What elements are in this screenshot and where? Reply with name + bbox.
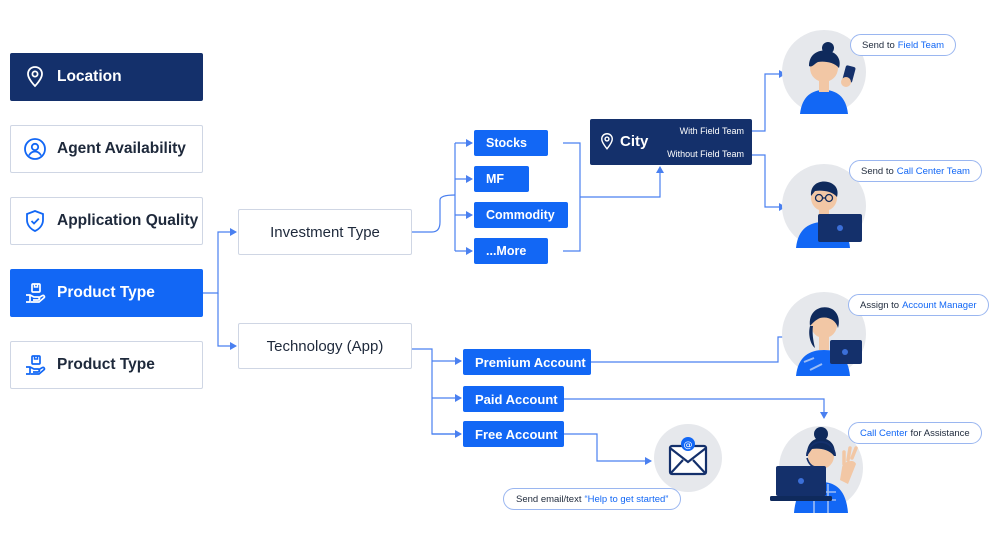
criterion-product-type[interactable]: Product Type: [10, 269, 203, 317]
action-highlight: Call Center: [860, 427, 908, 439]
action-highlight: Field Team: [897, 39, 945, 51]
connector-city-field: [752, 70, 786, 132]
product-chip-more[interactable]: ...More: [474, 238, 548, 264]
criterion-location[interactable]: Location: [10, 53, 203, 101]
criterion-label: Product Type: [57, 284, 155, 301]
location-pin-icon: [23, 65, 47, 89]
connector-product-technology: [217, 293, 237, 350]
account-chip-paid[interactable]: Paid Account: [463, 386, 564, 412]
criterion-agent-availability[interactable]: Agent Availability: [10, 125, 203, 173]
location-pin-icon: [601, 133, 613, 150]
action-highlight: Call Center Team: [896, 165, 970, 177]
assistance-agent-avatar: [770, 418, 866, 513]
action-prefix: Send to: [862, 39, 895, 51]
email-note-prefix: Send email/text: [516, 493, 582, 505]
email-envelope-icon: @: [654, 424, 722, 492]
criterion-label: Location: [57, 68, 122, 85]
technology-type-box[interactable]: Technology (App): [238, 323, 412, 369]
call-center-agent-avatar: [782, 164, 866, 248]
investment-type-box[interactable]: Investment Type: [238, 209, 412, 255]
criterion-label: Application Quality: [57, 212, 199, 229]
criterion-application-quality[interactable]: Application Quality: [10, 197, 203, 245]
action-prefix: Send to: [861, 165, 894, 177]
email-note-highlight: “Help to get started”: [584, 493, 669, 505]
product-chip-mf[interactable]: MF: [474, 166, 529, 192]
shield-check-icon: [23, 209, 47, 233]
city-box[interactable]: City With Field Team Without Field Team: [590, 119, 752, 165]
city-with-field-team: With Field Team: [679, 126, 744, 136]
connector-products-city: [563, 142, 581, 252]
connector-premium-manager: [591, 333, 791, 363]
connector-free-email: [564, 433, 652, 465]
account-manager-avatar: [782, 292, 866, 376]
criterion-product-type-alt[interactable]: Product Type: [10, 341, 203, 389]
criterion-label: Product Type: [57, 356, 155, 373]
city-label: City: [620, 133, 649, 150]
connector-paid-assistance: [564, 398, 828, 419]
field-agent-avatar: [782, 30, 866, 114]
action-prefix: Assign to: [860, 299, 900, 311]
account-chip-premium[interactable]: Premium Account: [463, 349, 591, 375]
account-chip-free[interactable]: Free Account: [463, 421, 564, 447]
product-chip-stocks[interactable]: Stocks: [474, 130, 548, 156]
criterion-label: Agent Availability: [57, 140, 186, 157]
email-help-note: Send email/text“Help to get started”: [503, 488, 682, 510]
connector-investment-products: [412, 194, 456, 233]
action-suffix: for Assistance: [910, 427, 970, 439]
connector-product-investment: [203, 228, 237, 294]
city-without-field-team: Without Field Team: [667, 149, 744, 159]
action-highlight: Account Manager: [902, 299, 977, 311]
product-chip-commodity[interactable]: Commodity: [474, 202, 568, 228]
hand-box-icon: [23, 281, 47, 305]
hand-box-icon: [23, 353, 47, 377]
connector-city-callcenter: [752, 154, 786, 211]
user-circle-icon: [23, 137, 47, 161]
connector-technology-accounts: [412, 348, 461, 435]
svg-text:@: @: [684, 441, 693, 451]
